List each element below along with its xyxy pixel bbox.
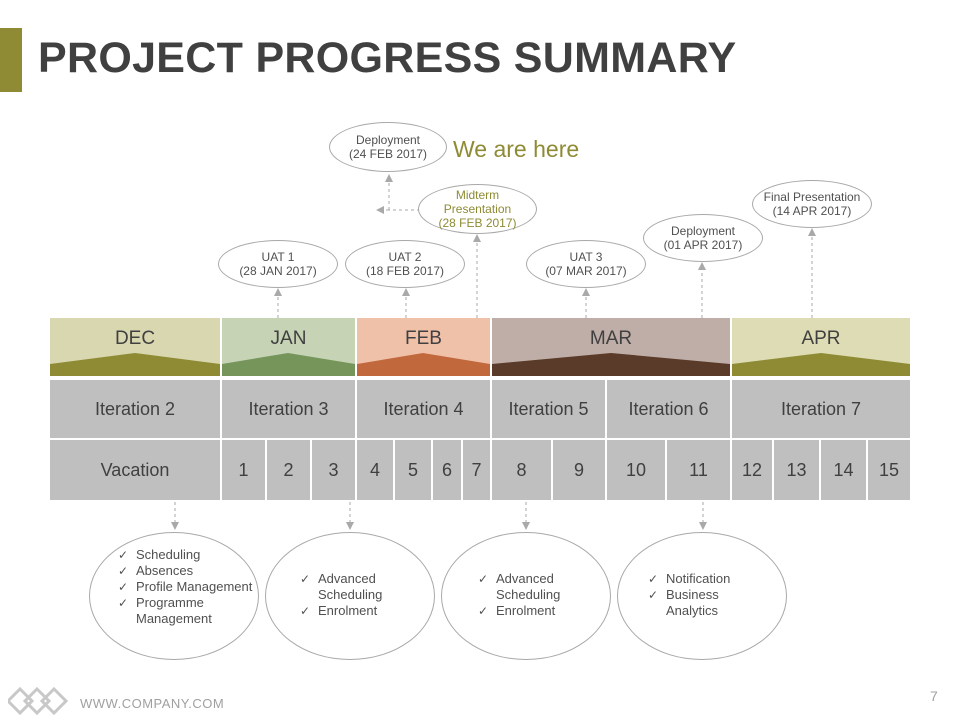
milestone-uat1-name: UAT 1 bbox=[261, 250, 295, 264]
page-number: 7 bbox=[930, 688, 938, 704]
feature-item: Notification bbox=[648, 571, 768, 587]
milestone-uat1-date: (28 JAN 2017) bbox=[239, 264, 317, 278]
week-cell: 4 bbox=[357, 440, 395, 500]
month-dec-label: DEC bbox=[114, 328, 156, 349]
milestone-midterm-line2: Presentation bbox=[443, 202, 512, 216]
title-accent-bar bbox=[0, 28, 22, 92]
month-jan: JAN bbox=[222, 318, 355, 376]
iteration-cell: Iteration 6 bbox=[607, 380, 732, 438]
milestone-final-presentation: Final Presentation (14 APR 2017) bbox=[752, 180, 872, 228]
milestone-midterm-line1: Midterm bbox=[455, 188, 500, 202]
month-feb-label: FEB bbox=[405, 328, 442, 349]
month-jan-label: JAN bbox=[270, 328, 307, 349]
feature-bubble-4: Notification Business Analytics bbox=[617, 532, 787, 660]
diamond-chain-logo-icon bbox=[8, 686, 68, 716]
feature-item: Enrolment bbox=[478, 603, 598, 619]
feature-item: Enrolment bbox=[300, 603, 420, 619]
iteration-cell: Iteration 4 bbox=[357, 380, 492, 438]
week-cell: 12 bbox=[732, 440, 774, 500]
feature-bubble-2: Advanced Scheduling Enrolment bbox=[265, 532, 435, 660]
week-cell-vacation: Vacation bbox=[50, 440, 222, 500]
week-cell: 2 bbox=[267, 440, 312, 500]
feature-item: Scheduling bbox=[118, 547, 258, 563]
week-cell: 1 bbox=[222, 440, 267, 500]
milestone-uat3-name: UAT 3 bbox=[569, 250, 603, 264]
week-cell: 3 bbox=[312, 440, 357, 500]
milestone-midterm-date: (28 FEB 2017) bbox=[438, 216, 517, 230]
month-mar: MAR bbox=[492, 318, 730, 376]
week-cell: 13 bbox=[774, 440, 821, 500]
milestone-deployment-feb-date: (24 FEB 2017) bbox=[348, 147, 428, 161]
milestone-deployment-apr-name: Deployment bbox=[670, 224, 736, 238]
milestone-final-name: Final Presentation bbox=[763, 190, 861, 204]
week-cell: 9 bbox=[553, 440, 607, 500]
milestone-deployment-apr-date: (01 APR 2017) bbox=[663, 238, 743, 252]
footer-url: WWW.COMPANY.COM bbox=[80, 696, 225, 711]
feature-item: Advanced Scheduling bbox=[478, 571, 598, 603]
feature-bubble-3: Advanced Scheduling Enrolment bbox=[441, 532, 611, 660]
milestone-midterm: Midterm Presentation (28 FEB 2017) bbox=[418, 184, 537, 234]
week-cell: 6 bbox=[433, 440, 463, 500]
month-dec: DEC bbox=[50, 318, 220, 376]
month-feb: FEB bbox=[357, 318, 490, 376]
feature-bubble-1: Scheduling Absences Profile Management P… bbox=[89, 532, 259, 660]
milestone-deployment-apr: Deployment (01 APR 2017) bbox=[643, 214, 763, 262]
milestone-uat3: UAT 3 (07 MAR 2017) bbox=[526, 240, 646, 288]
milestone-uat1: UAT 1 (28 JAN 2017) bbox=[218, 240, 338, 288]
feature-item: Business Analytics bbox=[648, 587, 768, 619]
month-apr-label: APR bbox=[801, 328, 841, 349]
feature-item: Advanced Scheduling bbox=[300, 571, 420, 603]
we-are-here-label: We are here bbox=[453, 136, 580, 162]
iteration-cell: Iteration 2 bbox=[50, 380, 222, 438]
iteration-cell: Iteration 7 bbox=[732, 380, 910, 438]
week-cell: 15 bbox=[868, 440, 910, 500]
week-cell: 14 bbox=[821, 440, 868, 500]
milestone-final-date: (14 APR 2017) bbox=[772, 204, 852, 218]
month-mar-label: MAR bbox=[589, 328, 633, 349]
feature-item: Absences bbox=[118, 563, 258, 579]
milestone-uat2-date: (18 FEB 2017) bbox=[365, 264, 445, 278]
week-cell: 11 bbox=[667, 440, 732, 500]
week-cell: 5 bbox=[395, 440, 433, 500]
week-cell: 10 bbox=[607, 440, 667, 500]
page-title: PROJECT PROGRESS SUMMARY bbox=[38, 34, 737, 82]
feature-item: Profile Management bbox=[118, 579, 258, 595]
month-apr: APR bbox=[732, 318, 910, 376]
milestone-uat2: UAT 2 (18 FEB 2017) bbox=[345, 240, 465, 288]
milestone-deployment-feb: Deployment (24 FEB 2017) bbox=[329, 122, 447, 172]
iteration-cell: Iteration 3 bbox=[222, 380, 357, 438]
week-cell: 8 bbox=[492, 440, 553, 500]
milestone-uat3-date: (07 MAR 2017) bbox=[545, 264, 627, 278]
milestone-uat2-name: UAT 2 bbox=[388, 250, 422, 264]
week-cell: 7 bbox=[463, 440, 492, 500]
iteration-cell: Iteration 5 bbox=[492, 380, 607, 438]
milestone-deployment-feb-name: Deployment bbox=[355, 133, 421, 147]
feature-item: Programme Management bbox=[118, 595, 258, 627]
